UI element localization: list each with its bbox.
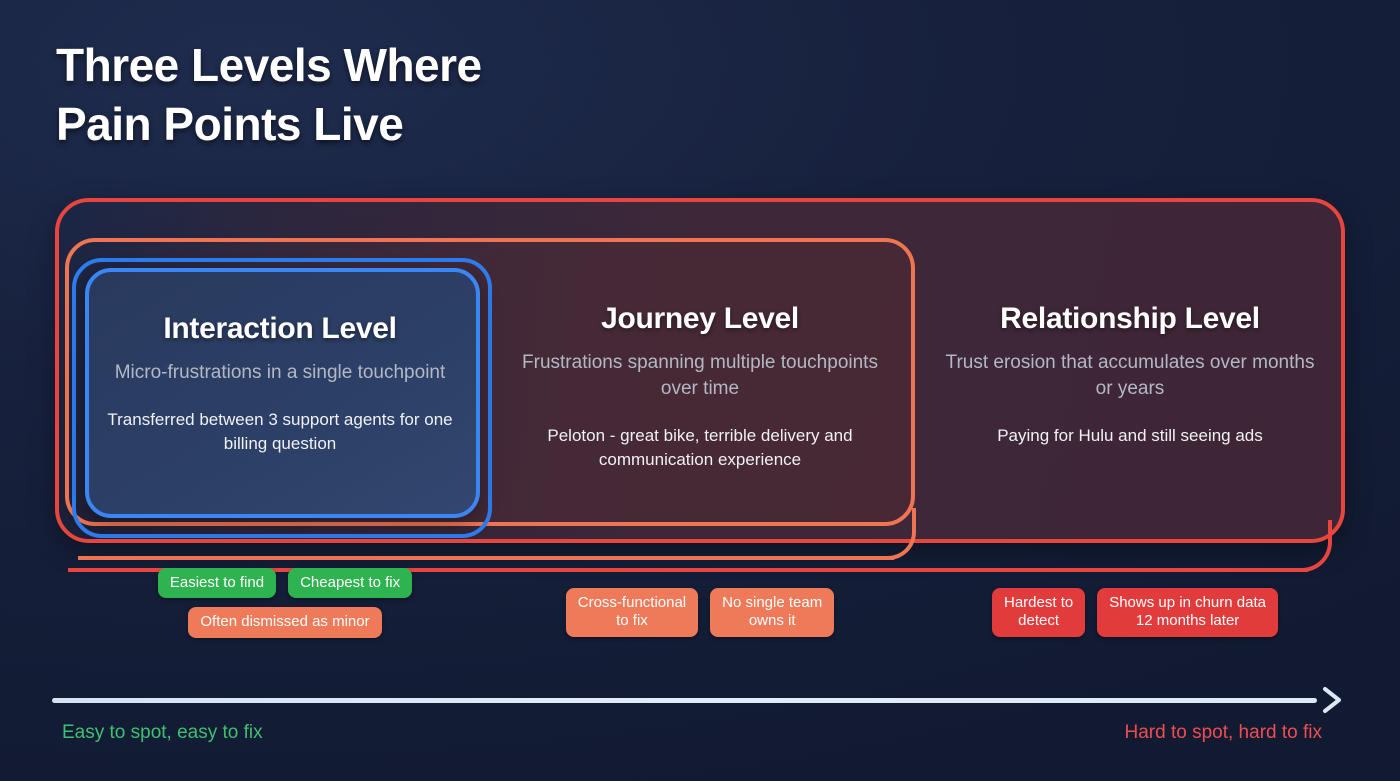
relationship-level-underline: [68, 520, 1332, 572]
relationship-level-badges: Hardest to detect Shows up in churn data…: [955, 588, 1315, 637]
badge-no-single-team-owns-it[interactable]: No single team owns it: [710, 588, 835, 637]
badge-cheapest-to-fix[interactable]: Cheapest to fix: [288, 568, 413, 599]
journey-level-card: Journey Level Frustrations spanning mult…: [515, 302, 885, 471]
badge-easiest-to-find[interactable]: Easiest to find: [157, 568, 277, 599]
relationship-level-subtitle: Trust erosion that accumulates over mont…: [945, 352, 1315, 400]
badge-hardest-to-detect[interactable]: Hardest to detect: [992, 588, 1086, 637]
interaction-level-example: Transferred between 3 support agents for…: [107, 410, 453, 453]
interaction-level-subtitle: Micro-frustrations in a single touchpoin…: [114, 362, 446, 383]
interaction-level-title: Interaction Level: [163, 312, 397, 345]
badge-cross-functional-to-fix[interactable]: Cross-functional to fix: [565, 588, 699, 637]
journey-level-badges: Cross-functional to fix No single team o…: [525, 588, 875, 637]
journey-level-title: Journey Level: [601, 302, 799, 335]
arrow-line: [52, 698, 1317, 703]
badge-shows-up-in-churn-data[interactable]: Shows up in churn data 12 months later: [1097, 588, 1278, 637]
page-title: Three Levels Where Pain Points Live: [56, 39, 482, 150]
interaction-level-card: Interaction Level Micro-frustrations in …: [95, 312, 465, 455]
journey-level-subtitle: Frustrations spanning multiple touchpoin…: [522, 352, 878, 400]
spectrum-label-easy: Easy to spot, easy to fix: [62, 722, 263, 743]
interaction-level-badges: Easiest to find Cheapest to fix Often di…: [95, 568, 475, 638]
journey-level-underline: [78, 508, 916, 560]
difficulty-spectrum-arrow: [52, 687, 1347, 724]
badge-often-dismissed-as-minor[interactable]: Often dismissed as minor: [188, 607, 382, 638]
relationship-level-title: Relationship Level: [1000, 302, 1260, 335]
relationship-level-example: Paying for Hulu and still seeing ads: [997, 426, 1263, 446]
relationship-level-card: Relationship Level Trust erosion that ac…: [945, 302, 1315, 448]
journey-level-example: Peloton - great bike, terrible delivery …: [547, 426, 853, 469]
spectrum-label-hard: Hard to spot, hard to fix: [1124, 722, 1323, 743]
arrow-head-icon: [1317, 685, 1347, 715]
